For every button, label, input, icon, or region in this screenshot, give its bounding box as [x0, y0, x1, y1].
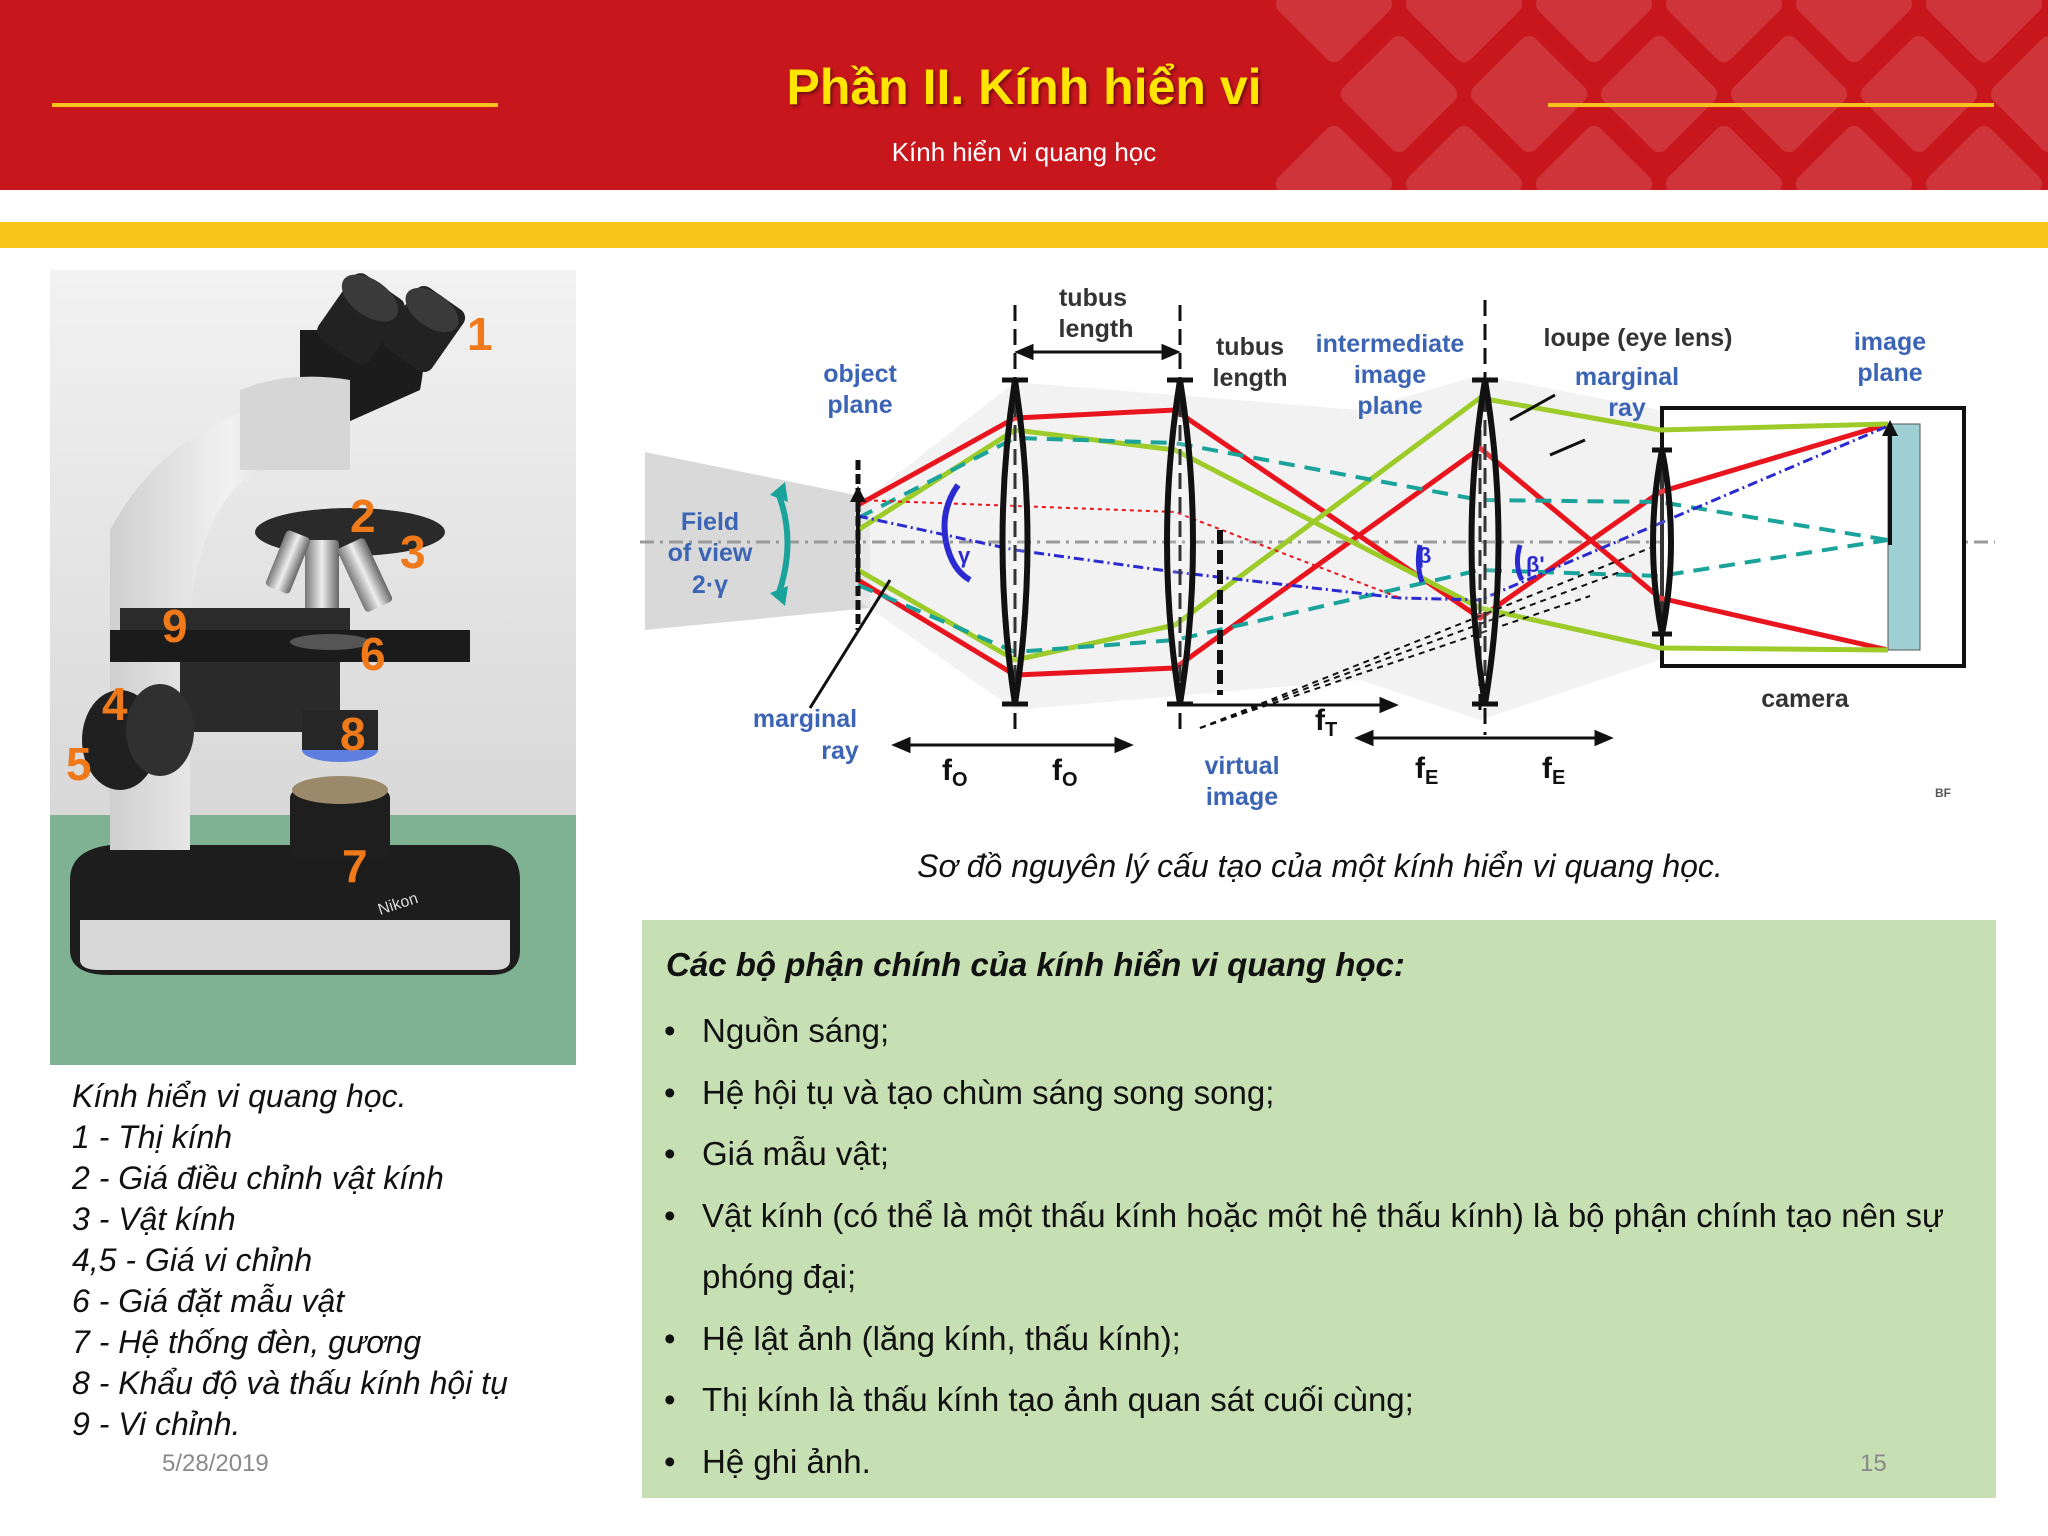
label-tubus-length-2: tubus [1216, 333, 1284, 361]
label-loupe: loupe (eye lens) [1544, 324, 1733, 352]
caption-line: 9 - Vi chỉnh. [72, 1406, 241, 1442]
label-virtual-image: virtual [1204, 752, 1279, 780]
diagram-caption: Sơ đồ nguyên lý cấu tạo của một kính hiể… [917, 848, 1723, 884]
corner-mark: BF [1935, 786, 1951, 800]
parts-list: Nguồn sáng; Hệ hội tụ và tạo chùm sáng s… [660, 1000, 1970, 1492]
label-marginal-ray-top: marginal [1575, 363, 1679, 391]
label-tubus-length: length [1059, 315, 1134, 343]
label-gamma: γ [958, 543, 971, 568]
caption-line: 1 - Thị kính [72, 1119, 233, 1155]
caption-line: Kính hiển vi quang học. [72, 1078, 407, 1114]
label-ft: fT [1315, 704, 1337, 741]
label-field-of-view: of view [668, 539, 753, 567]
label-fe-1: fE [1415, 752, 1438, 789]
label-marginal-ray-top: ray [1608, 394, 1646, 422]
label-tubus-length-2: length [1213, 364, 1288, 392]
part-label-2: 2 [350, 490, 376, 542]
caption-line: 4,5 - Giá vi chỉnh [72, 1242, 313, 1278]
label-fo-1: fO [942, 754, 968, 791]
slide-header: Phần II. Kính hiển vi Kính hiển vi quang… [0, 0, 2048, 190]
label-image-plane: image [1854, 328, 1926, 356]
label-beta: β [1418, 543, 1431, 568]
caption-line: 7 - Hệ thống đèn, gương [72, 1324, 422, 1360]
list-item: Hệ lật ảnh (lăng kính, thấu kính); [660, 1308, 1970, 1370]
list-item: Hệ hội tụ và tạo chùm sáng song song; [660, 1062, 1970, 1124]
label-fe-2: fE [1542, 752, 1565, 789]
parts-box: Các bộ phận chính của kính hiển vi quang… [642, 920, 1996, 1498]
label-field-of-view: Field [681, 508, 739, 536]
list-item: Giá mẫu vật; [660, 1123, 1970, 1185]
label-fo-2: fO [1052, 754, 1078, 791]
label-marginal-ray-bottom: marginal [753, 705, 857, 733]
label-object-plane: object [823, 360, 897, 388]
part-label-1: 1 [467, 308, 493, 360]
header-line-right [1548, 103, 1994, 107]
part-label-9: 9 [162, 600, 188, 652]
microscope-photo: Nikon 1 2 3 [50, 270, 576, 1065]
list-item: Thị kính là thấu kính tạo ảnh quan sát c… [660, 1369, 1970, 1431]
part-label-3: 3 [400, 526, 426, 578]
label-intermediate-image-plane: image [1354, 361, 1426, 389]
label-intermediate-image-plane: intermediate [1316, 330, 1465, 358]
slide-number: 15 [1860, 1450, 1887, 1477]
gold-band [0, 222, 2048, 248]
slide-date: 5/28/2019 [162, 1450, 269, 1477]
label-image-plane: plane [1857, 359, 1922, 387]
label-beta-prime: β' [1526, 552, 1545, 577]
photo-caption: Kính hiển vi quang học. 1 - Thị kính 2 -… [72, 1076, 508, 1445]
part-label-4: 4 [102, 678, 128, 730]
header-line-left [52, 103, 498, 107]
label-virtual-image: image [1206, 783, 1278, 811]
caption-line: 2 - Giá điều chỉnh vật kính [72, 1160, 444, 1196]
label-intermediate-image-plane: plane [1357, 392, 1422, 420]
label-marginal-ray-bottom: ray [821, 737, 859, 765]
list-item: Nguồn sáng; [660, 1000, 1970, 1062]
list-item: Vật kính (có thể là một thấu kính hoặc m… [660, 1185, 1970, 1308]
caption-line: 6 - Giá đặt mẫu vật [72, 1283, 345, 1319]
label-tubus-length: tubus [1059, 284, 1127, 312]
part-label-6: 6 [360, 628, 386, 680]
slide-title: Phần II. Kính hiển vi [786, 59, 1262, 115]
optical-diagram: object plane Field of view 2·γ intermedi… [640, 280, 2000, 820]
label-object-plane: plane [827, 391, 892, 419]
label-camera: camera [1761, 685, 1850, 713]
caption-line: 8 - Khẩu độ và thấu kính hội tụ [72, 1365, 508, 1401]
part-label-8: 8 [340, 708, 366, 760]
slide-subtitle: Kính hiển vi quang học [891, 137, 1157, 167]
caption-line: 3 - Vật kính [72, 1201, 236, 1237]
label-field-of-view: 2·γ [692, 571, 728, 599]
part-label-5: 5 [66, 738, 92, 790]
parts-box-title: Các bộ phận chính của kính hiển vi quang… [666, 946, 1405, 983]
list-item: Hệ ghi ảnh. [660, 1431, 1970, 1493]
part-label-7: 7 [342, 840, 368, 892]
